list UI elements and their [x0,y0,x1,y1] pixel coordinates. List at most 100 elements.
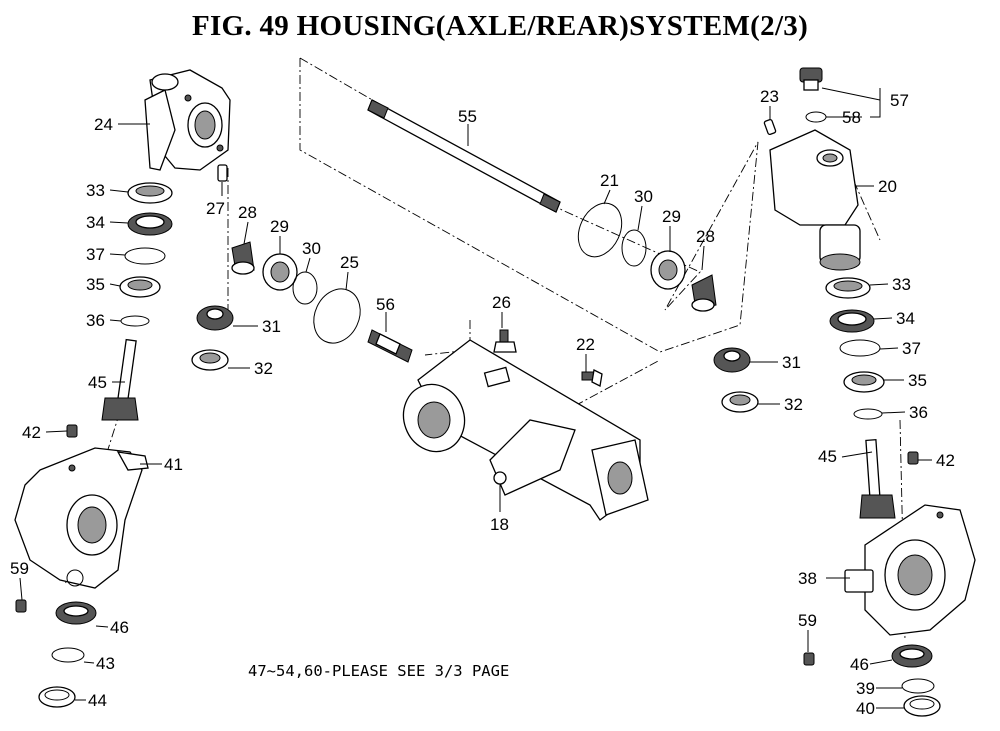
part-20-upper-housing-right [769,129,861,271]
part-42-plug [66,424,78,438]
callout-46-left: 46 [110,618,129,637]
part-35-bearing [119,276,161,298]
figure-title: FIG. 49 HOUSING(AXLE/REAR)SYSTEM(2/3) [191,10,809,42]
part-36-ring [120,315,150,327]
part-31-bevel-gear-right [713,347,751,373]
part-27-pin [217,164,228,182]
part-36-ring-right [853,408,883,420]
part-28-bevel-gear-right [691,274,717,312]
callout-18: 18 [490,515,509,534]
part-23-pin [763,118,777,136]
callout-37-left: 37 [86,245,105,264]
part-42-plug-right [907,451,919,465]
callout-59-right: 59 [798,611,817,630]
callout-28-left: 28 [238,203,257,222]
part-59-plug-right [803,652,815,666]
assembly-boundary-line [299,57,759,353]
callout-24: 24 [94,115,113,134]
callout-30-left: 30 [302,239,321,258]
part-45-pinion-shaft [101,338,139,421]
callout-59-left: 59 [10,559,29,578]
callout-45-left: 45 [88,373,107,392]
part-46-bearing-left [55,601,97,625]
callout-33-left: 33 [86,181,105,200]
callout-29-left: 29 [270,217,289,236]
callout-42-right: 42 [936,451,955,470]
part-32-bearing-left [191,349,229,371]
part-37-snap-ring-right [839,339,881,357]
callout-33-right: 33 [892,275,911,294]
callout-22: 22 [576,335,595,354]
callout-35-right: 35 [908,371,927,390]
part-29-bearing-right [650,250,686,290]
callout-28-right: 28 [696,227,715,246]
callout-40: 40 [856,699,875,718]
callout-37-right: 37 [902,339,921,358]
callout-34-right: 34 [896,309,915,328]
part-34-bearing [127,212,173,236]
part-33-seal [127,182,173,204]
part-33-seal-right [825,277,871,299]
part-30-snap-ring-left [292,271,318,305]
part-37-snap-ring [124,247,166,265]
part-44-collar [38,686,76,708]
callout-41: 41 [164,455,183,474]
callout-23: 23 [760,87,779,106]
callout-21: 21 [600,171,619,190]
callout-57: 57 [890,91,909,110]
part-21-o-ring [577,202,623,258]
callout-46-right: 46 [850,655,869,674]
part-38-knuckle-housing-right [844,504,976,636]
callout-27: 27 [206,199,225,218]
callout-31-left: 31 [262,317,281,336]
part-35-bearing-right [843,371,885,393]
part-26-bolt [493,329,517,353]
callout-55: 55 [458,107,477,126]
callout-30-right: 30 [634,187,653,206]
callout-26: 26 [492,293,511,312]
leader-lines [19,87,932,709]
part-57-breather [799,67,823,91]
part-24-upper-housing [144,69,231,171]
callout-56: 56 [376,295,395,314]
part-30-snap-ring-right [621,229,647,267]
callout-39: 39 [856,679,875,698]
part-43-snap-ring [51,647,85,663]
part-28-bevel-gear-left [231,241,255,275]
callout-36-right: 36 [909,403,928,422]
callout-31-right: 31 [782,353,801,372]
part-55-drive-shaft [367,99,561,213]
part-29-bearing-left [262,253,298,291]
part-41-knuckle-housing [14,447,149,589]
callout-labels: 24 33 34 37 35 36 45 42 41 59 46 43 44 2… [10,87,955,718]
callout-25: 25 [340,253,359,272]
part-25-o-ring [313,288,361,344]
page-reference-note: 47~54,60-PLEASE SEE 3/3 PAGE [248,662,510,680]
part-45-pinion-shaft-right [859,439,896,519]
part-58-washer [805,111,827,123]
part-31-bevel-gear-left [196,305,234,331]
part-32-bearing-right [721,391,759,413]
callout-20: 20 [878,177,897,196]
part-40-collar [903,695,941,717]
callout-38: 38 [798,569,817,588]
callout-29-right: 29 [662,207,681,226]
callout-58: 58 [842,108,861,127]
part-59-plug-left [15,599,27,613]
callout-32-left: 32 [254,359,273,378]
callout-44: 44 [88,691,107,710]
callout-35-left: 35 [86,275,105,294]
callout-43: 43 [96,654,115,673]
part-22-bolt [581,369,603,387]
callout-36-left: 36 [86,311,105,330]
callout-42-left: 42 [22,423,41,442]
part-56-stub-shaft [367,329,413,363]
part-34-bearing-right [829,309,875,333]
callout-32-right: 32 [784,395,803,414]
part-39-snap-ring [901,678,935,694]
callout-34-left: 34 [86,213,105,232]
part-18-axle-housing [402,339,649,521]
callout-45-right: 45 [818,447,837,466]
part-46-bearing-right [891,644,933,668]
